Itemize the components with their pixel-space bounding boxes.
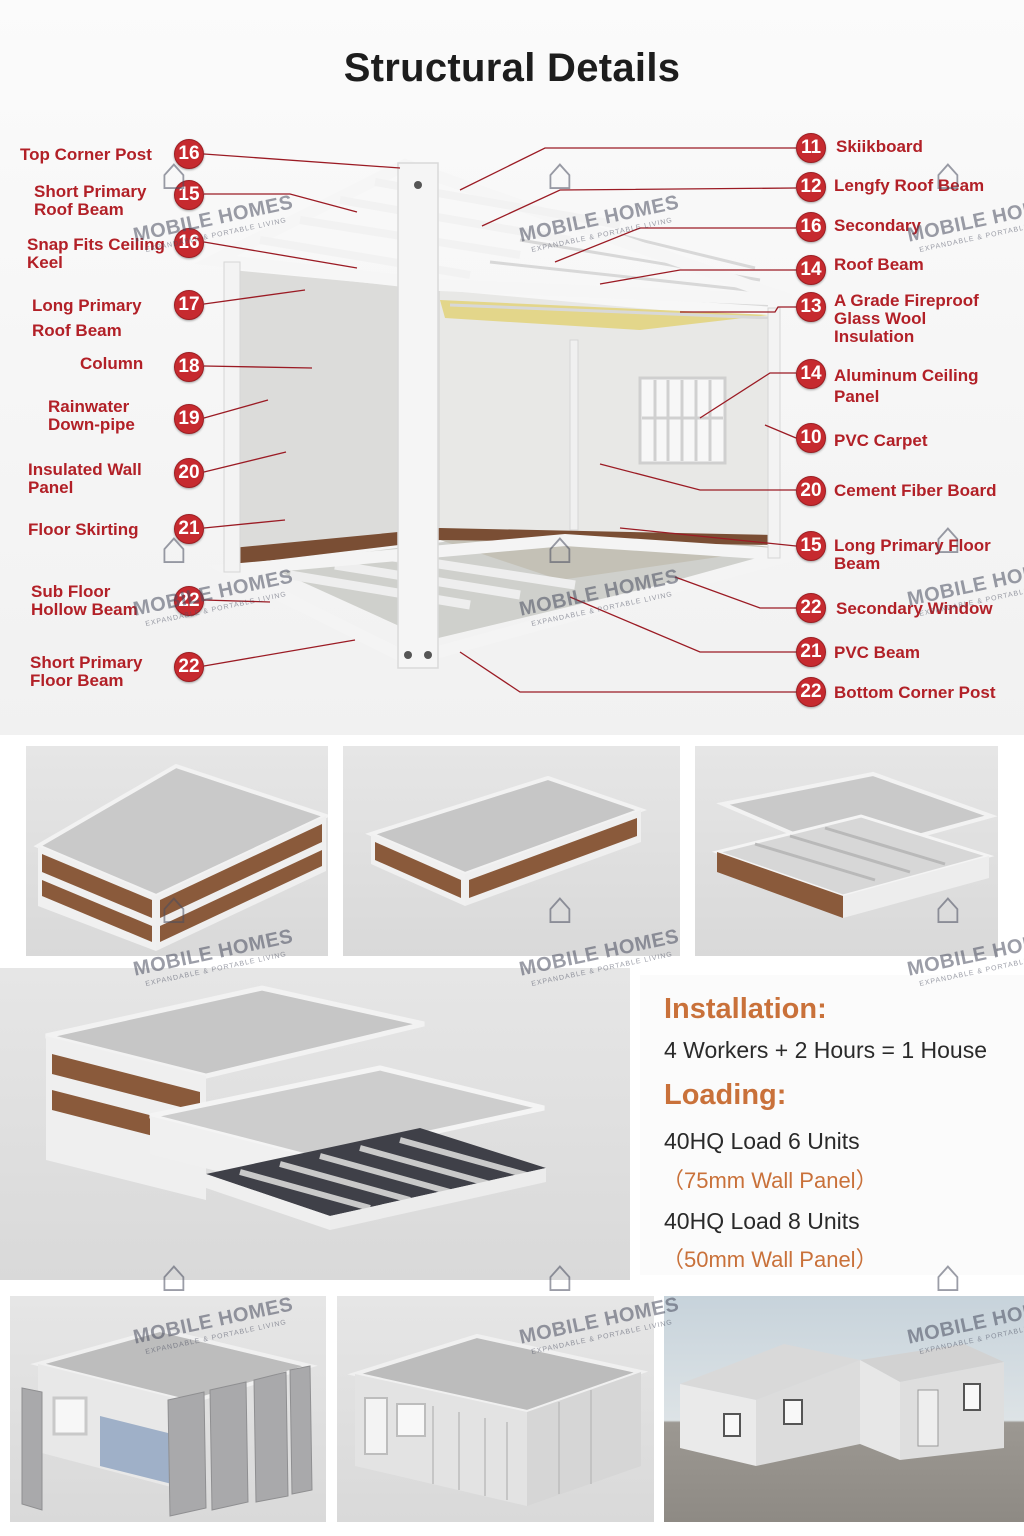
house-truck-icon: ⌂ [934, 511, 962, 563]
badge-19: 19 [174, 404, 204, 434]
watermark-logo: ⌂ MOBILE HOMES EXPANDABLE & PORTABLE LIV… [906, 1249, 1024, 1356]
badge-12: 12 [796, 172, 826, 202]
watermark-logo: ⌂ MOBILE HOMES EXPANDABLE & PORTABLE LIV… [131, 521, 296, 628]
watermark-logo: ⌂ MOBILE HOMES EXPANDABLE & PORTABLE LIV… [517, 1249, 682, 1356]
photo-outdoor-units [664, 1296, 1024, 1522]
badge-21: 21 [174, 514, 204, 544]
photo-unfolding-units [0, 968, 630, 1280]
badge-16: 16 [174, 139, 204, 169]
load-6-units: 40HQ Load 6 Units [664, 1128, 860, 1154]
badge-13: 13 [796, 292, 826, 322]
badge-15-floor-beam: 15 [796, 531, 826, 561]
house-truck-icon: ⌂ [934, 881, 962, 933]
structural-details-section: Structural Details Top Corner Post 16 Sh… [0, 0, 1024, 735]
photo-wall-panels [10, 1296, 326, 1522]
label-secondary-window: Secondary Window [836, 599, 993, 618]
label-pvc-carpet: PVC Carpet [834, 431, 928, 450]
watermark-logo: ⌂ MOBILE HOMES EXPANDABLE & PORTABLE LIV… [131, 881, 296, 988]
installation-heading: Installation: [664, 993, 827, 1025]
label-column: Column [80, 354, 144, 373]
house-truck-icon: ⌂ [160, 1249, 188, 1301]
label-floor-skirting: Floor Skirting [28, 520, 139, 539]
watermark-logo: ⌂ MOBILE HOMES EXPANDABLE & PORTABLE LIV… [131, 1249, 296, 1356]
load-8-note: （50mm Wall Panel） [662, 1247, 878, 1272]
label-lengfy-roof-beam: Lengfy Roof Beam [834, 176, 985, 195]
house-truck-icon: ⌂ [546, 1249, 574, 1301]
house-truck-icon: ⌂ [160, 147, 188, 199]
label-skiikboard: Skiikboard [836, 137, 923, 156]
house-truck-icon: ⌂ [934, 1249, 962, 1301]
house-truck-icon: ⌂ [546, 147, 574, 199]
page-title: Structural Details [343, 46, 681, 90]
house-truck-icon: ⌂ [546, 881, 574, 933]
house-truck-icon: ⌂ [160, 521, 188, 573]
watermark-logo: ⌂ MOBILE HOMES EXPANDABLE & PORTABLE LIV… [517, 881, 682, 988]
load-8-units: 40HQ Load 8 Units [664, 1208, 860, 1234]
label-secondary: Secondary [834, 216, 921, 235]
label-roof-beam: Roof Beam [834, 255, 924, 274]
badge-18: 18 [174, 352, 204, 382]
watermark-logo: ⌂ MOBILE HOMES EXPANDABLE & PORTABLE LIV… [517, 521, 682, 628]
badge-22-corner: 22 [796, 677, 826, 707]
watermark-logo: ⌂ MOBILE HOMES EXPANDABLE & PORTABLE LIV… [906, 147, 1024, 254]
house-truck-icon: ⌂ [546, 521, 574, 573]
badge-22-window: 22 [796, 593, 826, 623]
photo-single-unit [343, 746, 680, 956]
badge-22-subfloor: 22 [174, 586, 204, 616]
watermark-logo: ⌂ MOBILE HOMES EXPANDABLE & PORTABLE LIV… [131, 147, 296, 254]
badge-11: 11 [796, 133, 826, 163]
load-6-note: （75mm Wall Panel） [662, 1168, 878, 1193]
badge-22-floor: 22 [174, 652, 204, 682]
badge-14-roof-beam: 14 [796, 255, 826, 285]
loading-heading: Loading: [664, 1079, 787, 1111]
label-top-corner-post: Top Corner Post [20, 145, 152, 164]
photo-stacked-units [26, 746, 328, 956]
photo-opened-unit [695, 746, 998, 956]
installation-text: 4 Workers + 2 Hours = 1 House [664, 1037, 987, 1063]
badge-20-cement: 20 [796, 476, 826, 506]
badge-14-ceiling: 14 [796, 359, 826, 389]
house-truck-icon: ⌂ [934, 147, 962, 199]
house-truck-icon: ⌂ [160, 881, 188, 933]
label-pvc-beam: PVC Beam [834, 643, 920, 662]
watermark-logo: ⌂ MOBILE HOMES EXPANDABLE & PORTABLE LIV… [906, 511, 1024, 618]
watermark-logo: ⌂ MOBILE HOMES EXPANDABLE & PORTABLE LIV… [517, 147, 682, 254]
watermark-logo: ⌂ MOBILE HOMES EXPANDABLE & PORTABLE LIV… [906, 881, 1024, 988]
badge-15: 15 [174, 180, 204, 210]
photo-assembled-unit [337, 1296, 654, 1522]
badge-10: 10 [796, 423, 826, 453]
installation-info: Installation: 4 Workers + 2 Hours = 1 Ho… [640, 975, 1024, 1275]
badge-16-keel: 16 [174, 228, 204, 258]
badge-21-pvc: 21 [796, 637, 826, 667]
badge-20: 20 [174, 458, 204, 488]
label-bottom-corner-post: Bottom Corner Post [834, 683, 996, 702]
badge-16-secondary: 16 [796, 212, 826, 242]
badge-17: 17 [174, 290, 204, 320]
label-cement-fiber-board: Cement Fiber Board [834, 481, 997, 500]
